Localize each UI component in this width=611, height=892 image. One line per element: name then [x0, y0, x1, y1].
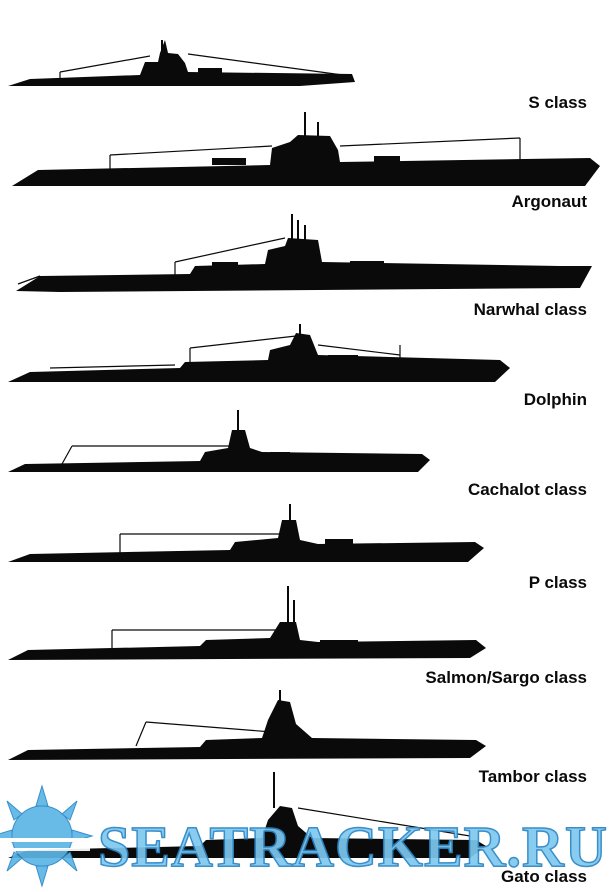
label-gato-class: Gato class: [501, 867, 587, 886]
label-narwhal-class: Narwhal class: [474, 300, 587, 319]
label-argonaut: Argonaut: [511, 192, 587, 211]
seatracker-watermark: SEATRACKER.RU: [0, 784, 608, 888]
silhouette-dolphin: [8, 324, 510, 382]
silhouette-p-class: [8, 504, 484, 562]
label-salmon-sargo-class: Salmon/Sargo class: [425, 668, 587, 687]
label-tambor-class: Tambor class: [479, 767, 587, 786]
label-s-class: S class: [528, 93, 587, 112]
silhouette-tambor-class: [8, 690, 486, 760]
silhouette-narwhal-class: [16, 214, 592, 292]
label-p-class: P class: [529, 573, 587, 592]
silhouette-gato-class: [8, 772, 486, 858]
sun-logo-icon: [0, 784, 94, 888]
silhouette-argonaut: [12, 112, 600, 186]
label-cachalot-class: Cachalot class: [468, 480, 587, 499]
silhouette-s-class: [8, 40, 355, 86]
watermark-text: SEATRACKER.RU: [98, 814, 608, 879]
silhouette-salmon-sargo-class: [8, 586, 486, 660]
label-dolphin: Dolphin: [524, 390, 587, 409]
silhouette-cachalot-class: [8, 410, 430, 472]
